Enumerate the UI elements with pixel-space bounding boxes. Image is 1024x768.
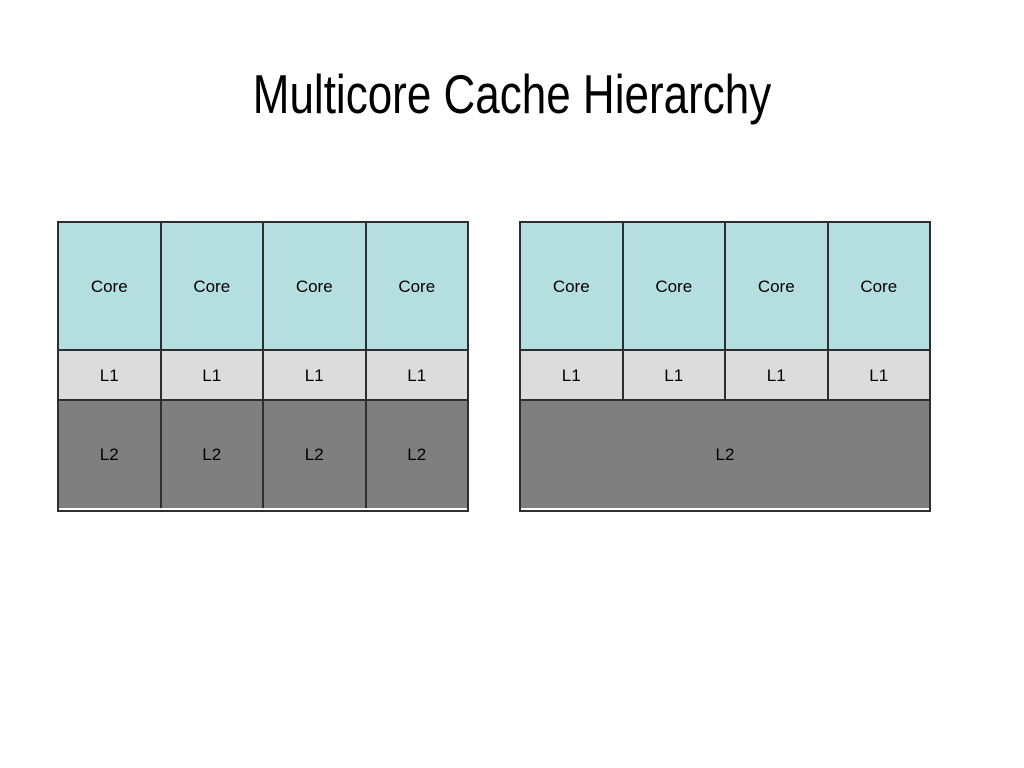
core-row: Core Core Core Core [521,223,929,349]
l2-cache-block: L2 [59,401,160,508]
core-block: Core [59,223,160,349]
l1-cache-block: L1 [724,351,827,399]
diagram-private-l2: Core Core Core Core L1 L1 L1 L1 L2 L2 L2… [57,221,469,512]
core-row: Core Core Core Core [59,223,467,349]
core-block: Core [724,223,827,349]
diagram-shared-l2: Core Core Core Core L1 L1 L1 L1 L2 [519,221,931,512]
l2-cache-block: L2 [159,401,262,508]
l1-cache-block: L1 [521,351,622,399]
page-title: Multicore Cache Hierarchy [252,63,772,125]
core-block: Core [262,223,365,349]
core-block: Core [364,223,467,349]
core-block: Core [826,223,929,349]
l2-cache-block: L2 [364,401,467,508]
l1-row: L1 L1 L1 L1 [521,349,929,401]
l2-row-private: L2 L2 L2 L2 [59,401,467,508]
l1-cache-block: L1 [621,351,724,399]
l2-cache-shared-block: L2 [521,401,929,508]
l1-cache-block: L1 [364,351,467,399]
l2-row-shared: L2 [521,401,929,508]
l2-cache-block: L2 [262,401,365,508]
l1-cache-block: L1 [159,351,262,399]
l1-cache-block: L1 [826,351,929,399]
core-block: Core [159,223,262,349]
l1-cache-block: L1 [262,351,365,399]
l1-cache-block: L1 [59,351,160,399]
l1-row: L1 L1 L1 L1 [59,349,467,401]
core-block: Core [521,223,622,349]
core-block: Core [621,223,724,349]
